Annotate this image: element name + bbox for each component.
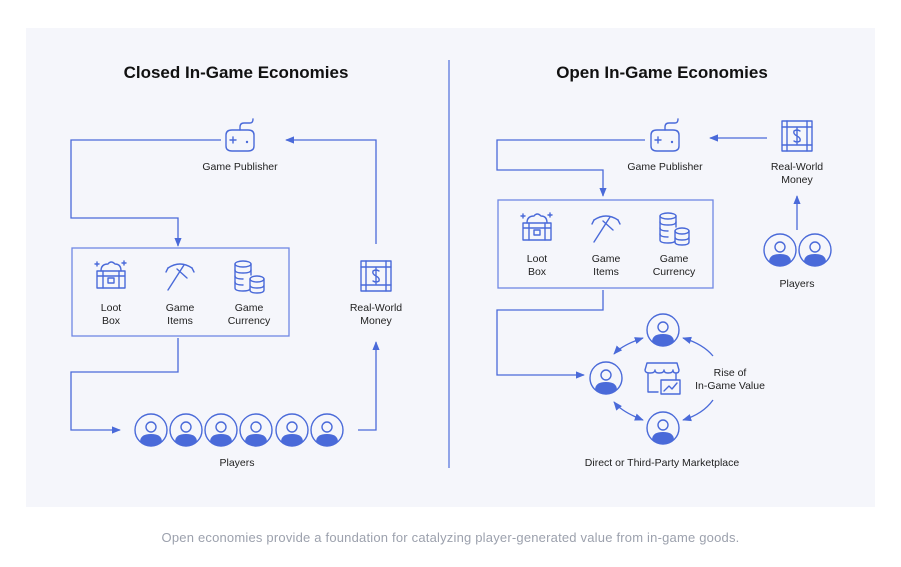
diagram-panel: [26, 28, 875, 507]
open-flow-publisher-to-items: [496, 139, 645, 197]
player-avatar-icon: [169, 413, 203, 447]
closed-publisher-label: Game Publisher: [202, 161, 278, 173]
player-avatar-icon: [204, 413, 238, 447]
open-loot-label-1: Loot: [527, 253, 548, 265]
open-items-label-2: Items: [593, 266, 619, 278]
player-avatar-icon: [134, 413, 168, 447]
figure-caption: Open economies provide a foundation for …: [161, 530, 740, 545]
coins-icon: [659, 212, 690, 246]
open-money-label-1: Real-World: [771, 161, 823, 173]
closed-flow-players-to-money: [358, 341, 380, 431]
player-avatar-icon: [275, 413, 309, 447]
closed-currency-label-1: Game: [235, 302, 264, 314]
closed-items-label-2: Items: [167, 315, 193, 327]
marketplace-arrow-bottom-left: [613, 401, 644, 421]
closed-title: Closed In-Game Economies: [124, 63, 349, 82]
closed-players-label: Players: [219, 457, 254, 469]
player-avatar-icon: [310, 413, 344, 447]
closed-items-label-1: Game: [166, 302, 195, 314]
closed-currency-label-2: Currency: [228, 315, 271, 327]
open-currency-label-1: Game: [660, 253, 689, 265]
marketplace-arrow-top-left: [613, 337, 644, 355]
closed-flow-items-to-players: [70, 338, 179, 434]
closed-money-label-2: Money: [360, 315, 392, 327]
player-avatar-icon: [589, 361, 623, 395]
storefront-chart-icon: [644, 362, 681, 395]
open-items-box: [497, 199, 714, 289]
open-items-label-1: Game: [592, 253, 621, 265]
closed-flow-money-to-publisher: [285, 136, 377, 244]
player-avatar-icon: [646, 411, 680, 445]
player-avatar-icon: [646, 313, 680, 347]
closed-flow-publisher-to-items: [70, 139, 221, 247]
rise-label-1: Rise of: [714, 367, 747, 379]
loot-box-icon: [94, 260, 127, 289]
marketplace-arrow-top-right: [682, 336, 714, 357]
closed-player-row: [134, 413, 344, 447]
closed-money-label-1: Real-World: [350, 302, 402, 314]
coins-icon: [234, 260, 265, 294]
open-money-label-2: Money: [781, 174, 813, 186]
gamepad-icon: [225, 118, 255, 152]
marketplace-arrow-bottom-right: [682, 399, 714, 422]
closed-loot-label-1: Loot: [101, 302, 122, 314]
closed-loot-label-2: Box: [102, 315, 121, 327]
gamepad-icon: [650, 118, 680, 152]
open-loot-label-2: Box: [528, 266, 547, 278]
open-currency-label-2: Currency: [653, 266, 696, 278]
marketplace-label: Direct or Third-Party Marketplace: [585, 457, 740, 469]
player-avatar-icon: [763, 233, 797, 267]
open-players-label: Players: [779, 278, 814, 290]
closed-items-box: [71, 247, 290, 337]
pickaxe-icon: [591, 215, 621, 243]
loot-box-icon: [520, 212, 553, 241]
open-publisher-label: Game Publisher: [627, 161, 703, 173]
cash-register-icon: [781, 120, 813, 152]
cash-register-icon: [360, 260, 392, 292]
open-title: Open In-Game Economies: [556, 63, 768, 82]
rise-label-2: In-Game Value: [695, 380, 765, 392]
pickaxe-icon: [165, 263, 195, 291]
player-avatar-icon: [798, 233, 832, 267]
open-flow-items-to-marketplace: [496, 290, 604, 379]
player-avatar-icon: [239, 413, 273, 447]
